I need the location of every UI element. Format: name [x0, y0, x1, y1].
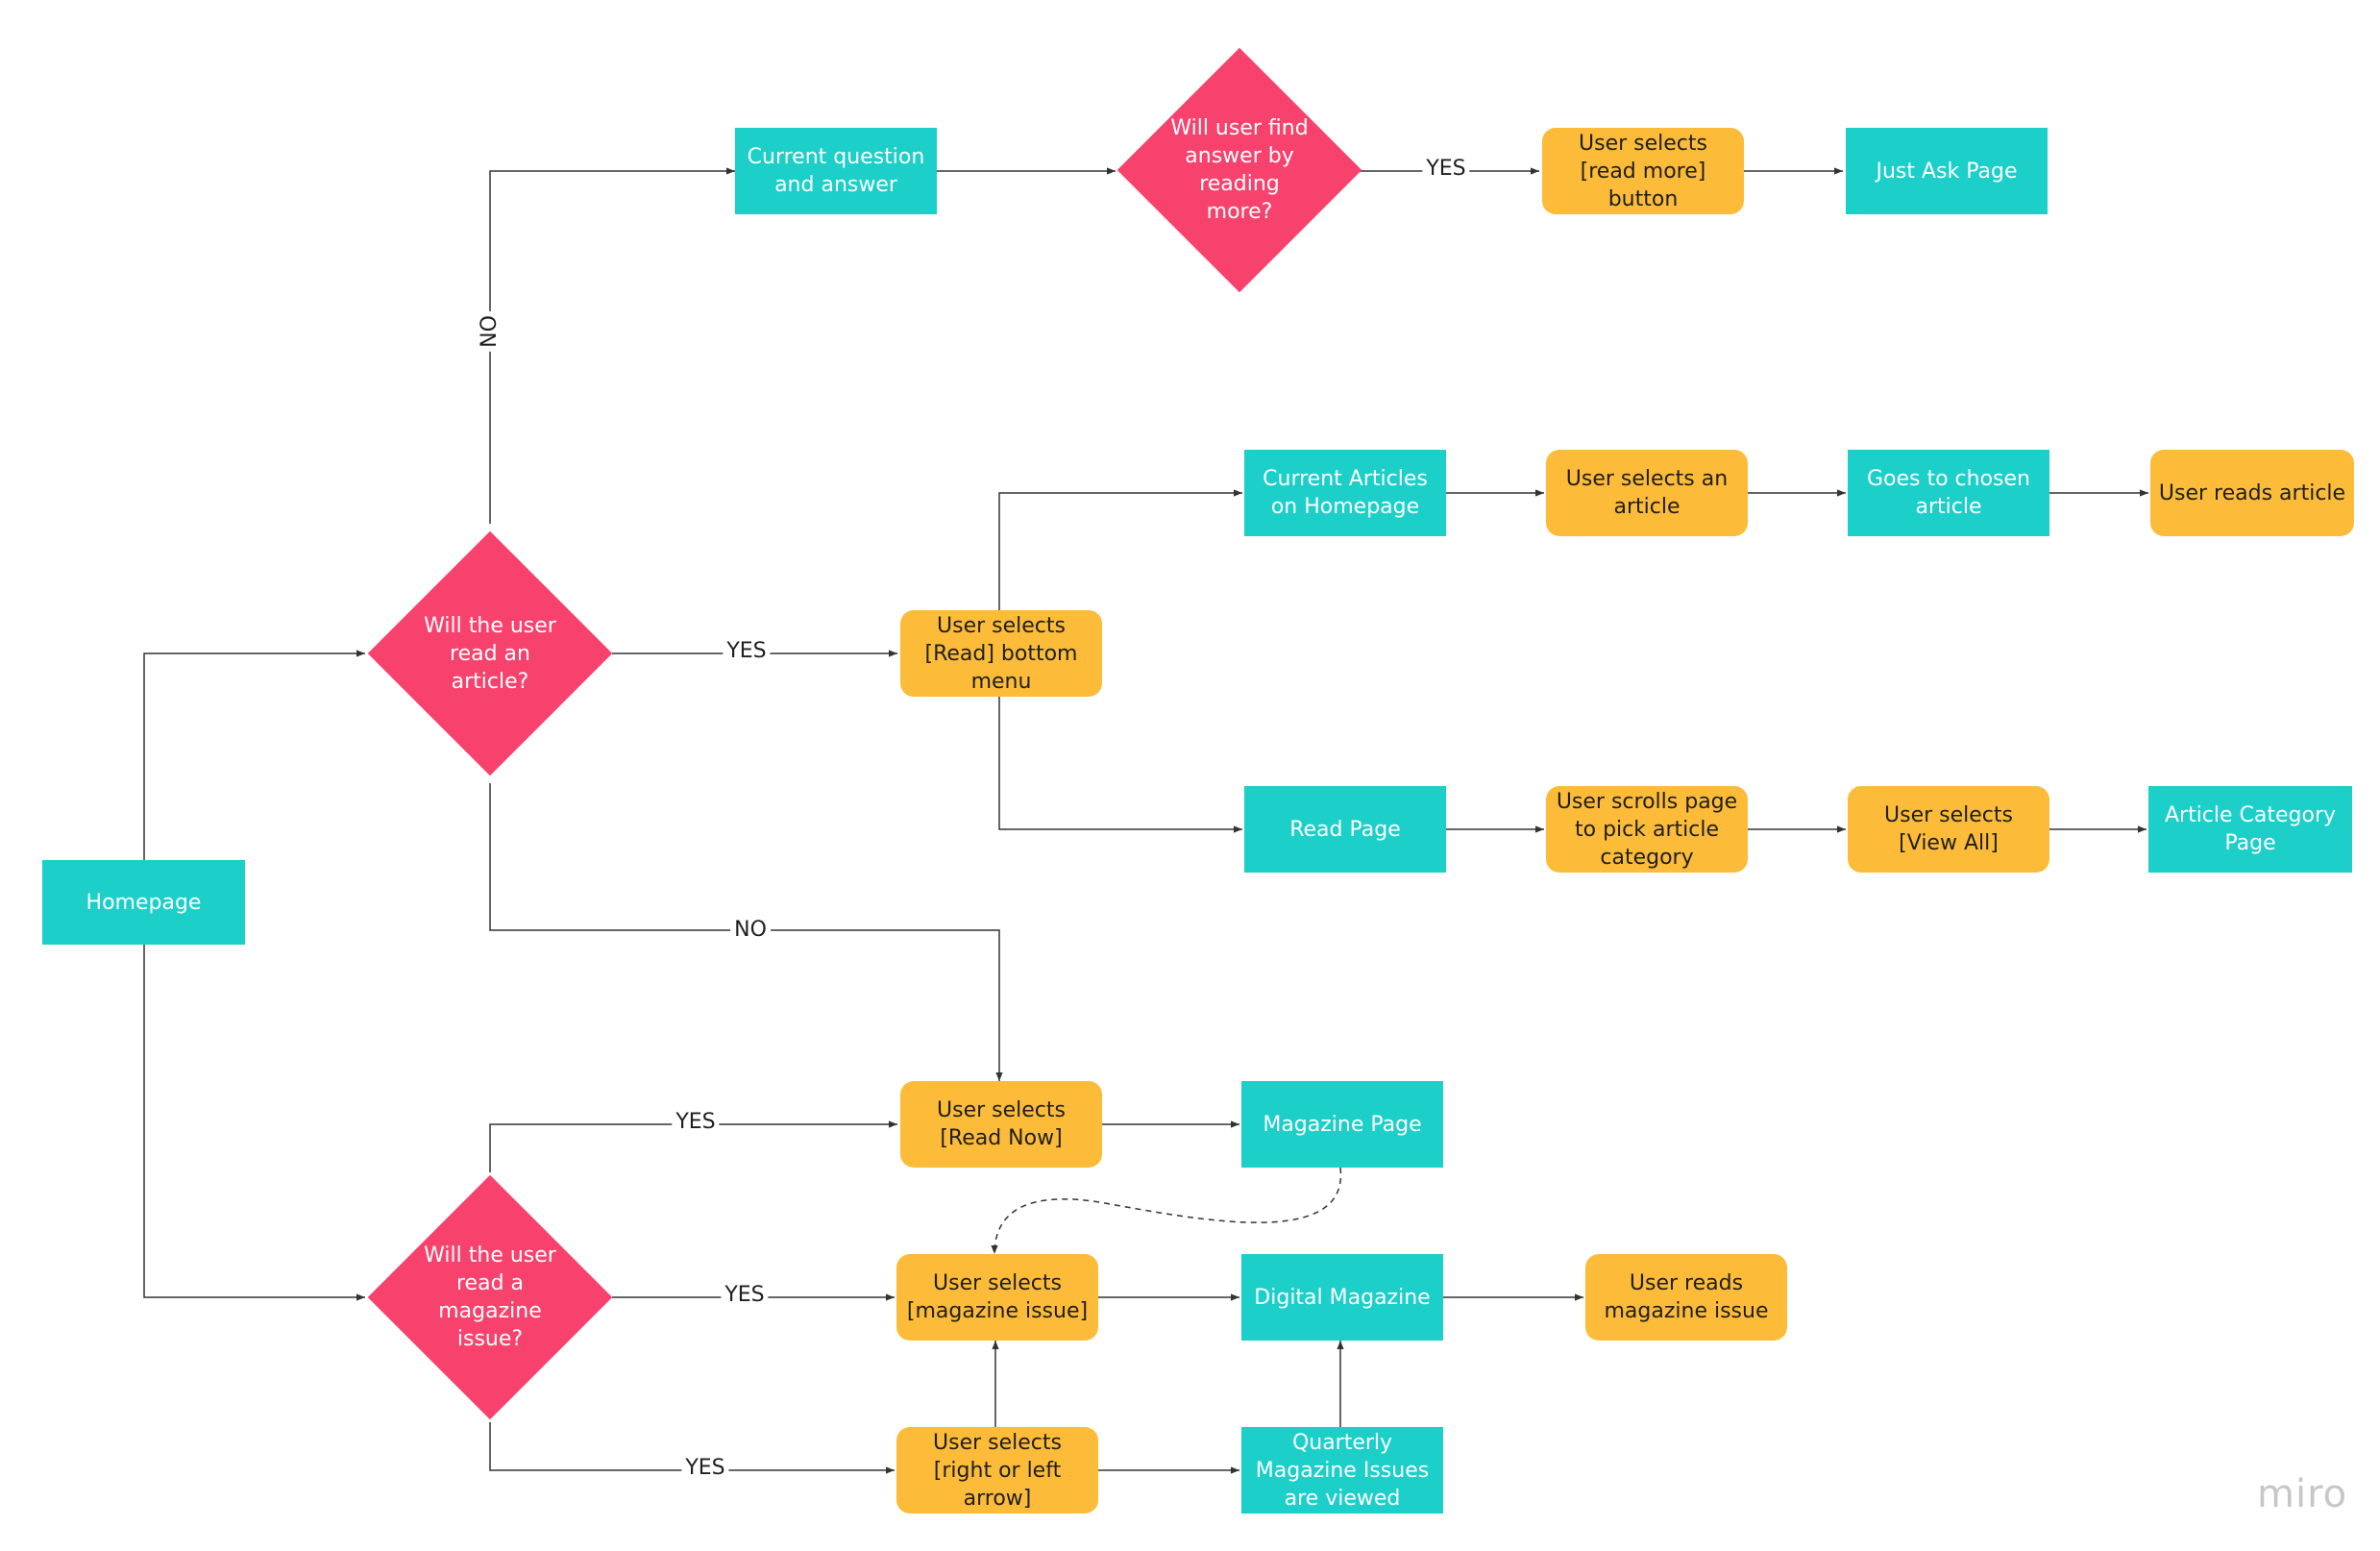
- decision-read-magazine-label: Will the user read a magazine issue?: [424, 1243, 556, 1351]
- node-homepage-label: Homepage: [86, 890, 202, 915]
- edge-homepage-to-article-decision: [143, 650, 365, 860]
- edge-label-yes-article: YES: [723, 639, 771, 664]
- decision-read-magazine: Will the user read a magazine issue?: [368, 1175, 612, 1419]
- node-article-category-page: Article Category Page: [2148, 786, 2352, 873]
- edge-label-yes-answer: YES: [1422, 157, 1470, 182]
- edge-article-decision-no-to-qa: [489, 167, 735, 524]
- node-select-read-now: User selects [Read Now]: [900, 1081, 1102, 1168]
- node-select-read-more: User selects [read more] button: [1542, 128, 1744, 214]
- node-select-view-all: User selects [View All]: [1848, 786, 2049, 873]
- node-reads-article-label: User reads article: [2158, 480, 2346, 505]
- node-reads-magazine: User reads magazine issue: [1585, 1254, 1787, 1341]
- node-digital-magazine-label: Digital Magazine: [1254, 1285, 1431, 1310]
- node-select-arrow: User selects [right or left arrow]: [896, 1427, 1098, 1514]
- node-select-read-menu: User selects [Read] bottom menu: [900, 610, 1102, 697]
- node-goes-to-article-label: Goes to chosen article: [1866, 467, 2031, 519]
- edge-magazine-yes-to-read-now: [489, 1120, 897, 1172]
- decision-find-answer-label: Will user find answer by reading more?: [1170, 116, 1309, 224]
- node-article-category-page-label: Article Category Page: [2164, 803, 2337, 855]
- node-homepage: Homepage: [42, 860, 245, 945]
- node-read-page: Read Page: [1244, 786, 1446, 873]
- edge-magazine-yes-to-arrow: [489, 1422, 895, 1474]
- node-reads-magazine-label: User reads magazine issue: [1604, 1271, 1769, 1323]
- node-scroll-category-label: User scrolls page to pick article catego…: [1556, 789, 1738, 870]
- node-select-article: User selects an article: [1546, 450, 1748, 536]
- decision-read-article-label: Will the user read an article?: [424, 613, 556, 694]
- edge-magazine-page-to-select-issue: [991, 1167, 1341, 1255]
- node-select-read-menu-label: User selects [Read] bottom menu: [924, 613, 1078, 694]
- node-quarterly-issues-label: Quarterly Magazine Issues are viewed: [1255, 1430, 1430, 1511]
- node-select-arrow-label: User selects [right or left arrow]: [933, 1430, 1062, 1511]
- node-current-qa: Current question and answer: [735, 128, 937, 214]
- edge-label-yes-read-now: YES: [672, 1110, 720, 1135]
- node-current-articles-label: Current Articles on Homepage: [1263, 467, 1428, 519]
- node-select-read-now-label: User selects [Read Now]: [937, 1098, 1066, 1150]
- node-select-issue: User selects [magazine issue]: [896, 1254, 1098, 1341]
- node-select-read-more-label: User selects [read more] button: [1579, 131, 1707, 211]
- node-magazine-page-label: Magazine Page: [1263, 1112, 1422, 1137]
- node-current-articles: Current Articles on Homepage: [1244, 450, 1446, 536]
- edge-label-no-article: NO: [730, 918, 771, 943]
- edge-label-yes-arrow: YES: [681, 1456, 729, 1481]
- node-current-qa-label: Current question and answer: [747, 145, 925, 197]
- edge-homepage-to-magazine-decision: [143, 945, 365, 1301]
- edge-label-yes-issue: YES: [721, 1283, 769, 1308]
- node-select-view-all-label: User selects [View All]: [1884, 803, 2013, 855]
- node-select-article-label: User selects an article: [1565, 467, 1729, 519]
- edge-label-no-top: NO: [478, 311, 503, 352]
- node-scroll-category: User scrolls page to pick article catego…: [1546, 786, 1748, 873]
- node-goes-to-article: Goes to chosen article: [1848, 450, 2049, 536]
- node-read-page-label: Read Page: [1289, 817, 1401, 842]
- decision-find-answer: Will user find answer by reading more?: [1117, 48, 1362, 292]
- node-just-ask-page: Just Ask Page: [1846, 128, 2048, 214]
- node-quarterly-issues: Quarterly Magazine Issues are viewed: [1241, 1427, 1443, 1514]
- node-just-ask-page-label: Just Ask Page: [1876, 159, 2018, 184]
- miro-watermark: miro: [2257, 1472, 2348, 1516]
- node-reads-article: User reads article: [2150, 450, 2354, 536]
- node-magazine-page: Magazine Page: [1241, 1081, 1443, 1168]
- decision-read-article: Will the user read an article?: [368, 531, 612, 776]
- edge-read-menu-to-read-page: [998, 697, 1242, 833]
- edge-read-menu-to-current-articles: [998, 489, 1242, 610]
- node-digital-magazine: Digital Magazine: [1241, 1254, 1443, 1341]
- node-select-issue-label: User selects [magazine issue]: [906, 1271, 1089, 1323]
